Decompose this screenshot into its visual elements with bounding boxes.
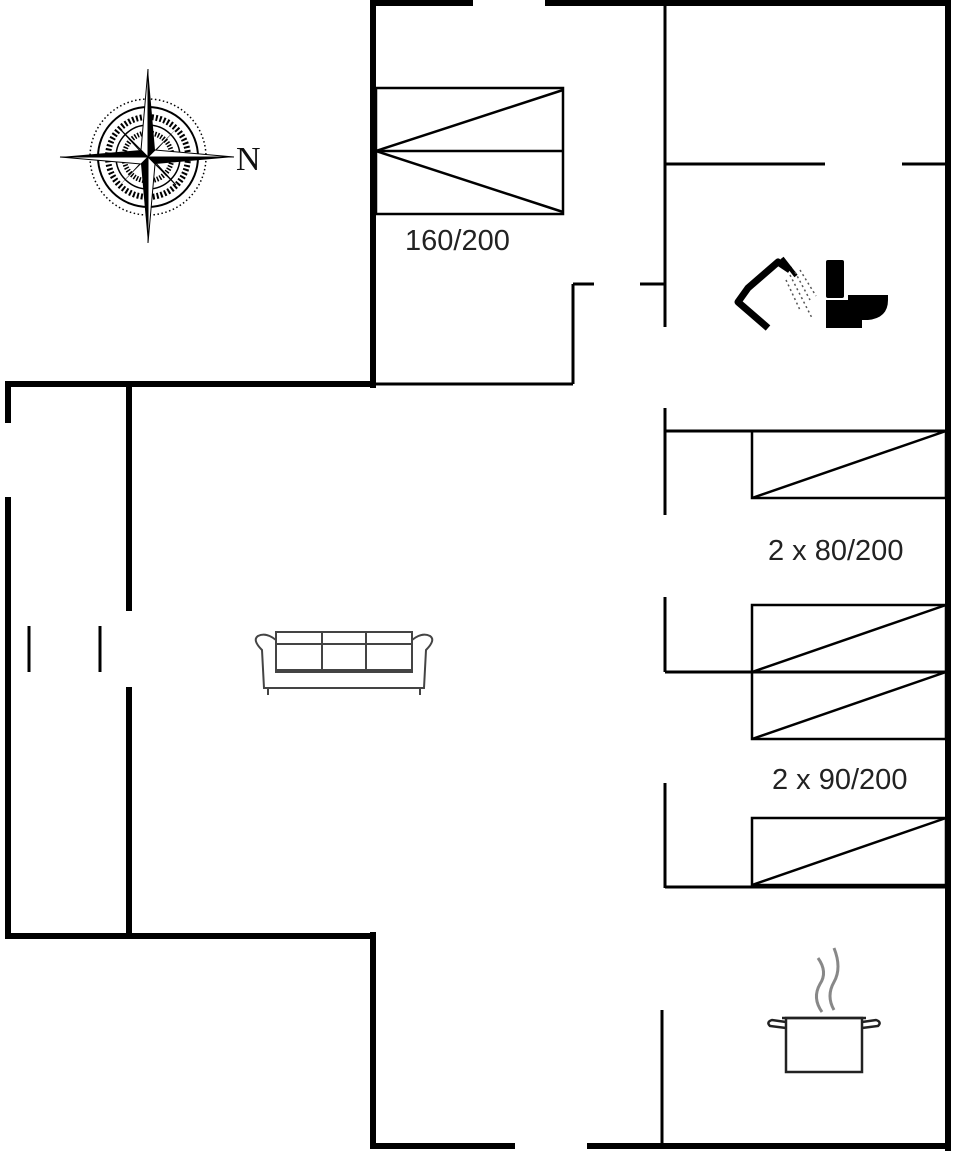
bed-twin-80-b xyxy=(750,603,948,674)
bed-double-diag-bottom xyxy=(375,149,564,214)
bed-twin-90-a-frame xyxy=(750,670,948,741)
bed-twin-80-a-frame xyxy=(750,429,948,500)
toilet-icon xyxy=(826,260,888,328)
walls xyxy=(5,0,951,1151)
bed-label-twin-80: 2 x 80/200 xyxy=(768,535,903,567)
bed-twin-90-a xyxy=(750,670,948,741)
sofa-icon xyxy=(254,631,434,695)
bed-twin-90-b xyxy=(750,816,948,887)
bed-double-diag-top xyxy=(375,88,564,153)
bed-twin-90-b-frame xyxy=(750,816,948,887)
shower-icon xyxy=(734,256,817,331)
bed-twin-90-b-diag xyxy=(751,816,947,887)
bed-double xyxy=(374,86,565,216)
bed-twin-90-a-diag xyxy=(751,670,947,741)
compass-rose-icon xyxy=(59,68,235,244)
bed-label-double: 160/200 xyxy=(405,225,510,257)
bed-label-twin-90: 2 x 90/200 xyxy=(772,764,907,796)
bed-twin-80-a-diag xyxy=(751,429,947,500)
compass-north-label: N xyxy=(236,141,261,178)
bed-twin-80-b-diag xyxy=(751,603,947,674)
bed-twin-80-a xyxy=(750,429,948,500)
cooking-pot-icon xyxy=(767,947,881,1074)
